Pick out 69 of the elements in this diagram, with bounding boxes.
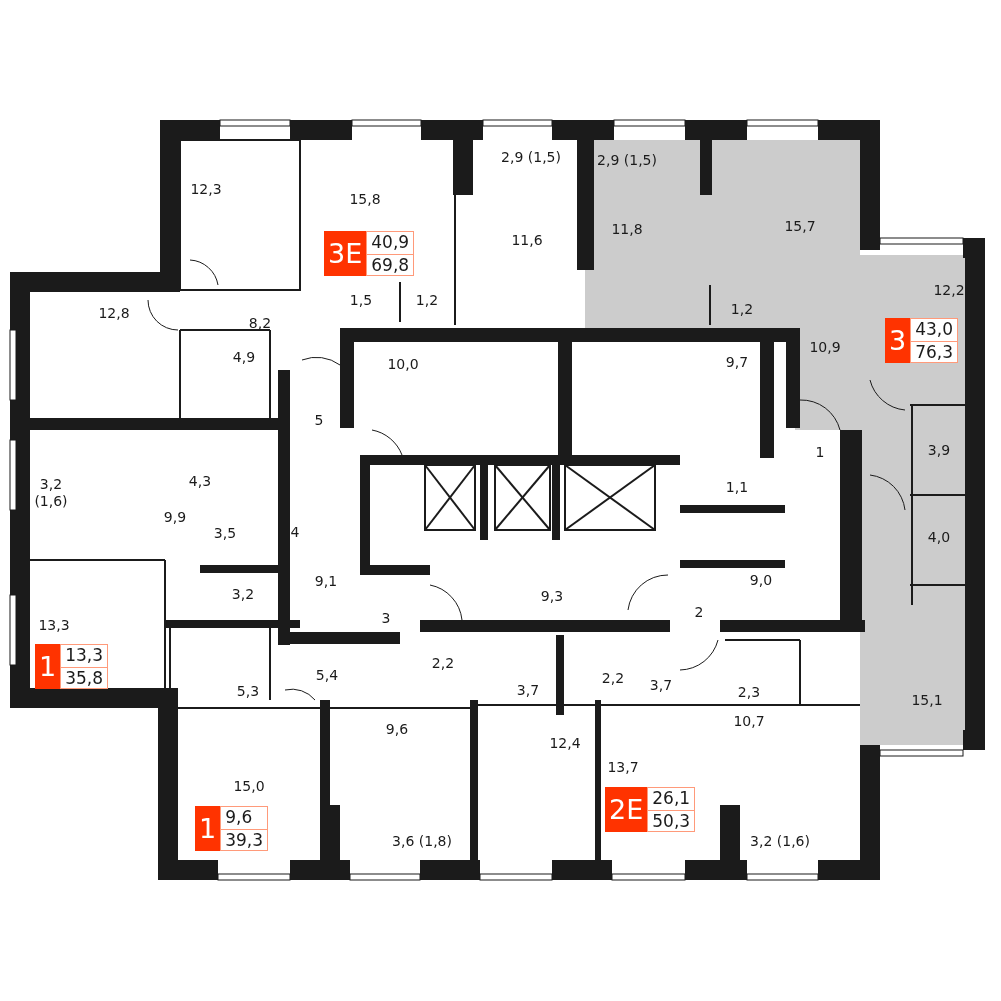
- apartment-number: 5: [314, 411, 324, 429]
- room-area: 4,3: [188, 472, 212, 490]
- apartment-type: 1: [35, 644, 61, 689]
- room-area: 5,3: [236, 682, 260, 700]
- room-area: 13,3: [38, 616, 70, 634]
- room-area: 9,7: [725, 353, 749, 371]
- room-area: 12,2: [933, 281, 965, 299]
- room-area: 2,3: [737, 683, 761, 701]
- room-area: 4,9: [232, 348, 256, 366]
- living-area: 43,0: [911, 319, 958, 342]
- apartment-number: 4: [290, 523, 300, 541]
- total-area: 69,8: [367, 254, 414, 276]
- room-area: 10,7: [733, 712, 765, 730]
- room-area: 2,2: [431, 654, 455, 672]
- apartment-badge: [195, 806, 269, 851]
- apartment-badge: [35, 644, 109, 689]
- room-area: 9,9: [163, 508, 187, 526]
- apartment-type: 3E: [324, 231, 367, 276]
- room-area: 12,3: [190, 180, 222, 198]
- room-area: 1,2: [415, 291, 439, 309]
- room-area: 9,0: [749, 571, 773, 589]
- apartment-type: 2E: [605, 787, 648, 832]
- total-area: 76,3: [911, 341, 958, 363]
- living-area: 9,6: [221, 807, 268, 830]
- room-area: 9,1: [314, 572, 338, 590]
- room-area: 15,7: [784, 217, 816, 235]
- total-area: 39,3: [221, 829, 268, 851]
- room-area: 2,9 (1,5): [501, 148, 561, 166]
- room-area: 1,5: [349, 291, 373, 309]
- room-area: 3,2 (1,6): [750, 832, 810, 850]
- room-area: 9,3: [540, 587, 564, 605]
- room-area: 8,2: [248, 314, 272, 332]
- room-area: 12,8: [98, 304, 130, 322]
- room-area: 1,1: [725, 478, 749, 496]
- apartment-number: 2: [694, 603, 704, 621]
- apartment-type: 3: [885, 318, 911, 363]
- room-area: 11,8: [611, 220, 643, 238]
- apartment-number: 3: [381, 609, 391, 627]
- room-area: 15,0: [233, 777, 265, 795]
- room-area: 13,7: [607, 758, 639, 776]
- room-area: 3,5: [213, 524, 237, 542]
- room-area: 4,0: [927, 528, 951, 546]
- room-area: 3,2: [231, 585, 255, 603]
- room-area: 11,6: [511, 231, 543, 249]
- living-area: 13,3: [61, 645, 108, 668]
- apartment-number: 1: [815, 443, 825, 461]
- room-area: 2,9 (1,5): [597, 151, 657, 169]
- total-area: 50,3: [648, 810, 695, 832]
- room-area: 3,7: [516, 681, 540, 699]
- room-area: 10,9: [809, 338, 841, 356]
- room-area: 3,9: [927, 441, 951, 459]
- room-area: 3,7: [649, 676, 673, 694]
- room-area: 10,0: [387, 355, 419, 373]
- apartment-badge: [885, 318, 959, 363]
- total-area: 35,8: [61, 667, 108, 689]
- room-area: 5,4: [315, 666, 339, 684]
- room-area: 9,6: [385, 720, 409, 738]
- room-area: 12,4: [549, 734, 581, 752]
- apartment-badge: [605, 787, 696, 832]
- living-area: 26,1: [648, 788, 695, 811]
- living-area: 40,9: [367, 232, 414, 255]
- room-area: 3,6 (1,8): [392, 832, 452, 850]
- apartment-badge: [324, 231, 415, 276]
- apartment-type: 1: [195, 806, 221, 851]
- room-area: 1,2: [730, 300, 754, 318]
- room-area: 2,2: [601, 669, 625, 687]
- room-area: 15,1: [911, 691, 943, 709]
- room-area: 15,8: [349, 190, 381, 208]
- room-area: 3,2 (1,6): [29, 476, 73, 510]
